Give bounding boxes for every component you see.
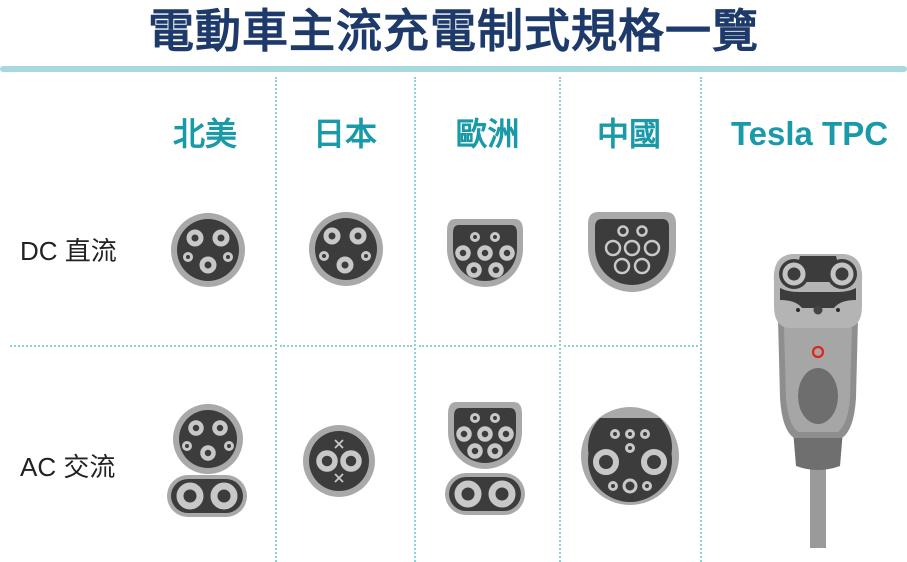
column-header-europe: 歐洲: [455, 115, 520, 153]
ccs2-ac-bottom-connector-icon: [445, 473, 525, 515]
row-divider: [419, 345, 556, 347]
row-divider: [10, 345, 272, 347]
ccs2-ac-top-connector-icon: [448, 402, 522, 469]
column-header-china: 中國: [596, 115, 661, 153]
column-header-tesla: Tesla TPC: [730, 115, 889, 152]
type2-dc-connector-icon: [447, 219, 523, 287]
row-label-dc: DC 直流: [20, 236, 117, 266]
j1772-ac-connector-icon: [303, 425, 375, 497]
ccs1-dc-connector-icon: [171, 213, 245, 287]
gbt-dc-connector-icon: [588, 212, 676, 292]
column-divider: [700, 77, 702, 562]
ccs1-ac-top-connector-icon: [173, 404, 243, 474]
row-divider: [564, 345, 698, 347]
chademo-connector-icon: [309, 212, 383, 286]
column-header-japan: 日本: [312, 115, 377, 153]
tesla-tpc-plug-icon: [773, 254, 863, 548]
column-header-north-america: 北美: [172, 115, 237, 153]
ccs1-ac-bottom-connector-icon: [167, 475, 247, 517]
column-divider: [414, 77, 416, 562]
page-title: 電動車主流充電制式規格一覽: [148, 4, 759, 58]
title-underline: [0, 66, 907, 72]
column-divider: [275, 77, 277, 562]
column-divider: [559, 77, 561, 562]
row-divider: [280, 345, 412, 347]
row-label-ac: AC 交流: [20, 452, 116, 482]
gbt-ac-connector-icon: [581, 407, 679, 505]
